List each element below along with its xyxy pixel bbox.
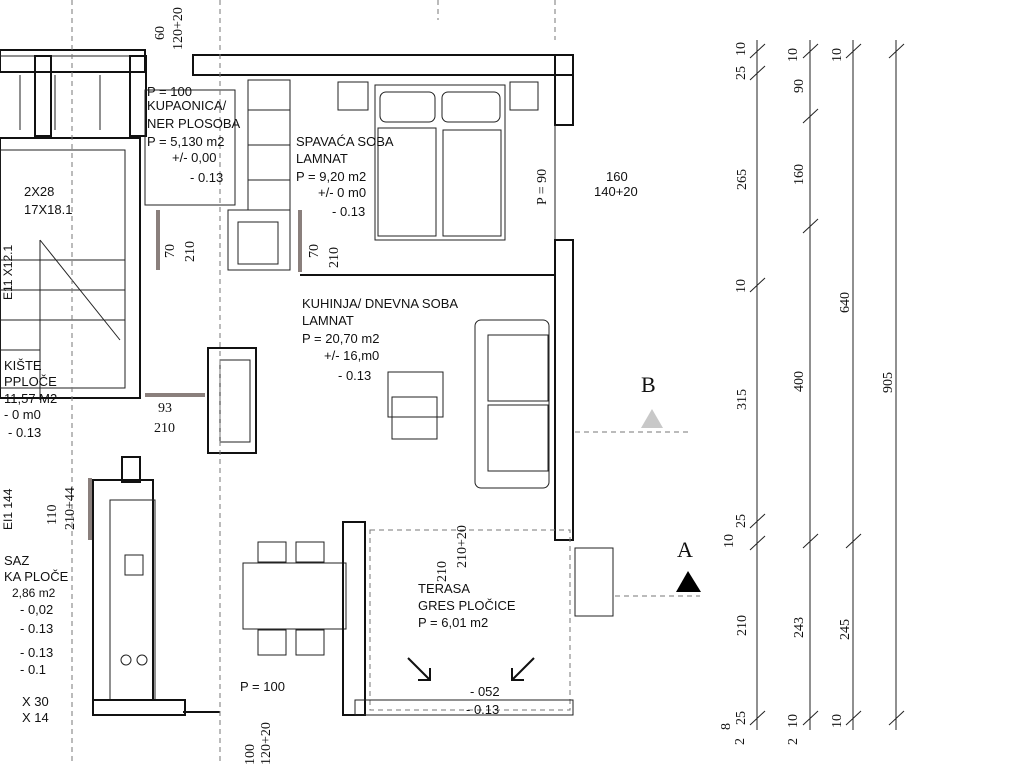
entry-l3: - 0.13 [20, 645, 53, 660]
living-name: KUHINJA/ DNEVNA SOBA [302, 296, 458, 311]
wardrobe-area: P = 5,130 m2 [147, 134, 224, 149]
terrace-name: TERASA [418, 581, 470, 596]
terrace-door-w: 210 [435, 561, 450, 582]
terrace-area: P = 6,01 m2 [418, 615, 488, 630]
living-floor: LAMNAT [302, 313, 354, 328]
terrace [183, 521, 614, 716]
door1-w: 70 [163, 244, 178, 258]
door4-w: 110 [45, 505, 60, 525]
dim-c1-9: 2 [733, 738, 748, 745]
dim-c1-7: 210 [735, 615, 750, 636]
dim-c1-5: 10 [722, 534, 737, 548]
dim-c3-1: 640 [838, 292, 853, 313]
hall-level2: - 0.13 [8, 425, 41, 440]
living-level2: - 0.13 [338, 368, 371, 383]
entry-l2: - 0.13 [20, 621, 53, 636]
bottom-opening-w: 100 [243, 744, 258, 765]
entry-l4: - 0.1 [20, 662, 46, 677]
dim-c1-1: 25 [734, 66, 749, 80]
living-area: P = 20,70 m2 [302, 331, 379, 346]
dim-c2-2: 160 [792, 164, 807, 185]
dimension-lines [749, 40, 905, 730]
stairs-side: E11 X12.1 [1, 245, 15, 300]
bedroom-name: SPAVAĆA SOBA [296, 134, 394, 149]
stairs-dim1: 2X28 [24, 184, 54, 199]
dim-c1-8: 8 [719, 723, 734, 730]
living-furniture [207, 239, 574, 541]
door2-h: 210 [327, 247, 342, 268]
bathroom [144, 79, 291, 271]
wardrobe-level1: +/- 0,00 [172, 150, 216, 165]
wardrobe-line1: P = 100 [147, 84, 192, 99]
door4-side: EI1 144 [1, 488, 15, 530]
wardrobe-line3: NER PLOSOBA [147, 116, 241, 131]
terrace-floor: GRES PLOČICE [418, 598, 516, 613]
top-wall [0, 49, 574, 137]
section-b-label: B [641, 372, 656, 397]
dim-c2-3: 400 [792, 371, 807, 392]
dim-c1-0: 10 [734, 42, 749, 56]
misc-x30b: X 14 [22, 710, 49, 725]
dim-c2-1: 90 [792, 79, 807, 93]
dim-c1-2: 265 [735, 169, 750, 190]
door4-h: 210+44 [63, 487, 78, 530]
bedroom-floor: LAMNAT [296, 151, 348, 166]
stairs [0, 137, 141, 400]
terrace-arrows [407, 657, 535, 681]
hall-floor: PPLOČE [4, 374, 57, 389]
bedroom-level1: +/- 0 m0 [318, 185, 366, 200]
top-opening-w: 60 [153, 26, 168, 40]
dim-c1-10: 25 [734, 711, 749, 725]
top-opening-h: 120+20 [171, 7, 186, 50]
dim-c2-4: 243 [792, 617, 807, 638]
section-b-marker [575, 409, 690, 433]
wardrobe-level2: - 0.13 [190, 170, 223, 185]
terrace-level2: - 0.13 [466, 702, 499, 717]
entry-name: SAZ [4, 553, 29, 568]
bedroom-level2: - 0.13 [332, 204, 365, 219]
door-markers [88, 210, 302, 540]
grid-lines [71, 0, 556, 765]
hall-level1: - 0 m0 [4, 407, 41, 422]
living-level1: +/- 16,m0 [324, 348, 379, 363]
dim-c2-0: 10 [786, 48, 801, 62]
misc-p100: P = 100 [240, 679, 285, 694]
hall-area: 11,57 M2 [4, 391, 57, 406]
entry-area: 2,86 m2 [12, 586, 56, 600]
bedroom-area: P = 9,20 m2 [296, 169, 366, 184]
dim-c3-3: 10 [830, 714, 845, 728]
wardrobe-line2: KUPAONICA/ [147, 98, 227, 113]
right-window-w: 160 [606, 169, 628, 184]
dim-c1-3: 10 [734, 279, 749, 293]
terrace-door-h: 210+20 [455, 525, 470, 568]
bedroom-furniture [300, 81, 556, 276]
misc-x30a: X 30 [22, 694, 49, 709]
kitchen [92, 456, 347, 716]
door2-w: 70 [307, 244, 322, 258]
dim-c2-6: 2 [786, 738, 801, 745]
section-a-marker [615, 571, 701, 597]
dim-c1-4: 315 [735, 389, 750, 410]
door3-w: 93 [158, 401, 172, 416]
bottom-opening-h: 120+20 [259, 722, 274, 765]
dim-c1-6: 25 [734, 514, 749, 528]
entry-floor: KA PLOČE [4, 569, 69, 584]
bedroom-p: P = 90 [535, 169, 550, 205]
door1-h: 210 [183, 241, 198, 262]
dim-c2-5: 10 [786, 714, 801, 728]
terrace-level1: - 052 [470, 684, 500, 699]
stairs-dim2: 17X18.1 [24, 202, 72, 217]
section-a-label: A [677, 537, 693, 562]
door3-h: 210 [154, 421, 175, 436]
dim-c3-0: 10 [830, 48, 845, 62]
entry-l1: - 0,02 [20, 602, 53, 617]
right-window-h: 140+20 [594, 184, 638, 199]
dim-c4-0: 905 [881, 372, 896, 393]
hall-name: KIŠTE [4, 358, 42, 373]
dim-c3-2: 245 [838, 619, 853, 640]
